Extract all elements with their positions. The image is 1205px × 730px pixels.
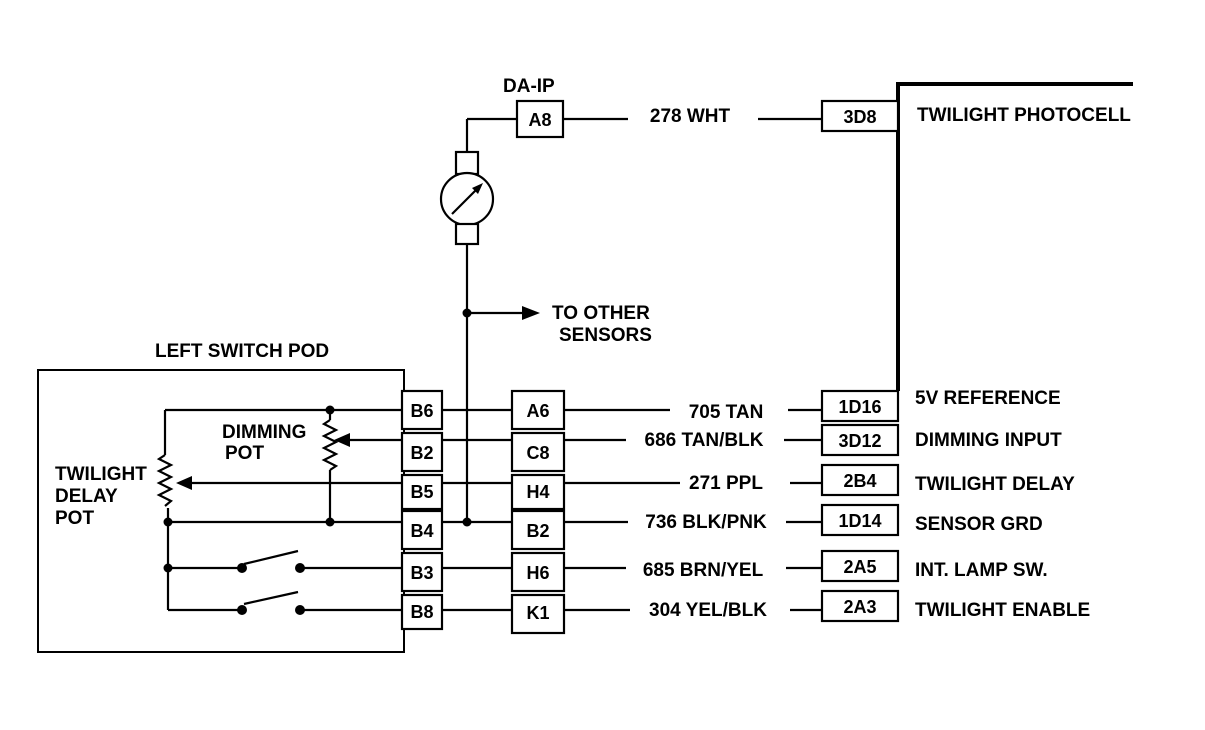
- switch-contact-dot: [295, 563, 305, 573]
- wire-label: 304 YEL/BLK: [649, 600, 767, 621]
- twilight-delay-pot-label: POT: [55, 508, 94, 529]
- module-pin-box: [820, 99, 900, 133]
- pod-pin-label: B5: [410, 482, 433, 502]
- pod-internal-wiring: [163, 408, 402, 612]
- wire-label: 278 WHT: [650, 106, 731, 127]
- wire-label: 705 TAN: [689, 402, 764, 423]
- dimming-pot-label: DIMMING: [222, 422, 306, 443]
- module-function-label: SENSOR GRD: [915, 514, 1043, 535]
- switch-contact-dot: [237, 605, 247, 615]
- junction-dot: [325, 405, 335, 415]
- connector-pin-label: B2: [526, 521, 549, 541]
- module-pin-label: 2A3: [843, 597, 876, 617]
- photocell-symbol: [439, 150, 495, 246]
- wire-label: 686 TAN/BLK: [645, 430, 764, 451]
- pod-pin-box: [400, 551, 444, 593]
- twilight-delay-pot-resistor: [156, 454, 174, 507]
- module-pin-box: [820, 463, 900, 497]
- pod-pin-box: [400, 431, 444, 473]
- pod-pin-box: [400, 509, 444, 551]
- module-function-label: INT. LAMP SW.: [915, 560, 1048, 581]
- module-pin-label: 3D8: [843, 107, 876, 127]
- to-other-sensors-label: TO OTHER: [552, 303, 650, 324]
- arrow-head: [334, 433, 350, 447]
- module-pin-box: [820, 589, 900, 623]
- module-function-label: DIMMING INPUT: [915, 430, 1062, 451]
- wire-label: 685 BRN/YEL: [643, 560, 764, 581]
- module-pin-label: 1D14: [838, 511, 881, 531]
- module-function-label: TWILIGHT ENABLE: [915, 600, 1090, 621]
- junction-dot: [163, 517, 173, 527]
- pod-pin-box: [400, 593, 444, 631]
- dimming-pot-resistor: [321, 419, 339, 471]
- connector-pin-label: H4: [526, 482, 549, 502]
- pod-pin-label: B8: [410, 602, 433, 622]
- twilight-delay-pot-label: TWILIGHT: [55, 464, 147, 485]
- switch-contact-dot: [237, 563, 247, 573]
- connector-pin-box: [510, 509, 566, 551]
- module-function-label: TWILIGHT PHOTOCELL: [917, 105, 1131, 126]
- module-pin-box: [820, 389, 900, 423]
- module-pin-label: 2A5: [843, 557, 876, 577]
- pod-pin-label: B3: [410, 563, 433, 583]
- module-boundary: [896, 82, 1133, 391]
- module-pin-label: 1D16: [838, 397, 881, 417]
- module-pin-box: [820, 423, 900, 457]
- connector-pin-box: [510, 431, 566, 473]
- pod-pin-label: B4: [410, 521, 433, 541]
- pod-pin-label: B6: [410, 401, 433, 421]
- connector-pin-label: A8: [528, 110, 551, 130]
- connector-pin-label: C8: [526, 443, 549, 463]
- module-pin-box: [820, 549, 900, 583]
- arrow-head: [176, 476, 192, 490]
- module-function-label: 5V REFERENCE: [915, 388, 1061, 409]
- module-pin-label: 2B4: [843, 471, 876, 491]
- junction-dot: [163, 563, 173, 573]
- connector-pin-label: A6: [526, 401, 549, 421]
- switch-contact-dot: [295, 605, 305, 615]
- connector-pin-label: H6: [526, 563, 549, 583]
- junction-dot: [325, 517, 335, 527]
- connector-pin-label: K1: [526, 603, 549, 623]
- twilight-delay-pot-label: DELAY: [55, 486, 118, 507]
- wire-label: 736 BLK/PNK: [645, 512, 767, 533]
- left-switch-pod-label: LEFT SWITCH POD: [155, 341, 329, 362]
- da-ip-label: DA-IP: [503, 76, 555, 97]
- pod-pin-label: B2: [410, 443, 433, 463]
- module-function-label: TWILIGHT DELAY: [915, 474, 1075, 495]
- dimming-pot-label: POT: [225, 443, 264, 464]
- wire-label: 271 PPL: [689, 473, 763, 494]
- pod-pin-box: [400, 473, 444, 511]
- junction-dot: [462, 308, 472, 318]
- module-pin-label: 3D12: [838, 431, 881, 451]
- connector-pin-box: [510, 593, 566, 635]
- connector-pin-box: [510, 551, 566, 593]
- to-other-sensors-label: SENSORS: [559, 325, 652, 346]
- module-pin-box: [820, 503, 900, 537]
- connector-pin-box: [510, 473, 566, 511]
- arrow-head: [522, 306, 540, 320]
